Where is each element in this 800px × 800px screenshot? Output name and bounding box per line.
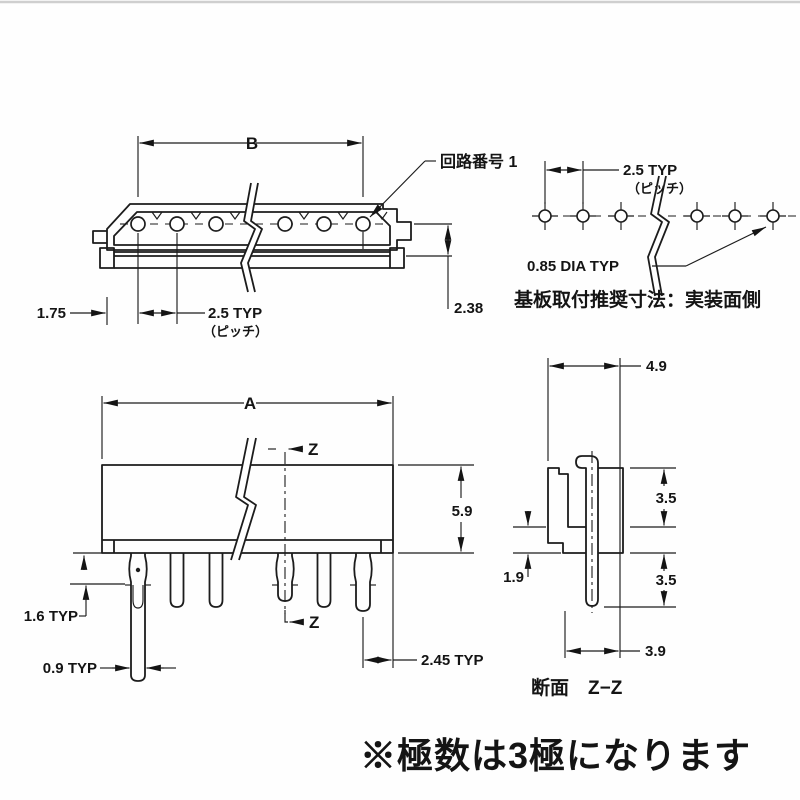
top-side-view: B [37, 134, 518, 339]
pin [316, 553, 332, 608]
section-caption: 断面 Z−Z [531, 676, 623, 699]
dim-label-pitch: 2.5 TYP [208, 305, 262, 322]
section-mark-top: Z [308, 440, 318, 459]
dim-pitch-pcb: 2.5 TYP （ピッチ） [544, 161, 692, 204]
dim-label-2-38: 2.38 [454, 300, 483, 317]
dim-label-3-9: 3.9 [645, 643, 666, 660]
dim-label-a: A [244, 394, 256, 413]
dim-1-6: 1.6 TYP [24, 555, 125, 625]
pin-detailed-1 [125, 553, 151, 682]
circuit-number-label: 回路番号 1 [440, 152, 517, 171]
circuit-number-callout: 回路番号 1 [369, 152, 517, 218]
pin-detailed-6 [350, 553, 376, 612]
dim-3-5-lower: 3.5 [604, 552, 677, 608]
dim-pitch-top-view: 2.5 TYP （ピッチ） [139, 305, 268, 339]
section-pin [575, 451, 599, 613]
dim-0-9: 0.9 TYP [43, 660, 176, 677]
dim-1-75: 1.75 [37, 297, 108, 325]
pin [208, 553, 224, 608]
pcb-pattern-caption: 基板取付推奨寸法：実装面側 [513, 288, 761, 311]
dim-label-0-9: 0.9 TYP [43, 660, 97, 677]
dim-label-2-45: 2.45 TYP [421, 652, 484, 669]
pcb-mounting-pattern: 2.5 TYP （ピッチ） 0.85 DIA TYP 基板取付推奨寸法：実装面側 [513, 161, 797, 311]
dim-label-4-9: 4.9 [646, 358, 667, 375]
dim-2-45: 2.45 TYP [362, 617, 484, 669]
dim-label-pitch-sub: （ピッチ） [203, 324, 268, 339]
housing-front [73, 464, 394, 554]
dim-5-9: 5.9 [398, 464, 474, 554]
section-view: 4.9 3.5 3.5 [503, 358, 676, 699]
dim-label-5-9: 5.9 [452, 503, 473, 520]
break-line [230, 437, 257, 561]
front-view: A [24, 394, 484, 682]
break-line [240, 182, 263, 293]
dim-label-pitch-pcb: 2.5 TYP [623, 162, 677, 179]
dim-2-38: 2.38 [406, 223, 483, 317]
dim-1-9: 1.9 [503, 511, 561, 586]
contact-notches [151, 211, 388, 220]
section-cut-line: Z Z [268, 440, 319, 632]
housing-outline [92, 182, 412, 324]
dim-label-1-75: 1.75 [37, 305, 66, 322]
pole-count-note: ※極数は3極になります [360, 735, 751, 776]
dim-label-b: B [246, 134, 258, 153]
dim-label-3-5-lower: 3.5 [656, 572, 677, 589]
section-mark-bottom: Z [309, 613, 319, 632]
dim-label-1-6: 1.6 TYP [24, 608, 78, 625]
dim-label-hole-dia: 0.85 DIA TYP [527, 258, 619, 275]
dim-hole-dia: 0.85 DIA TYP [527, 226, 767, 275]
dim-label-3-5-upper: 3.5 [656, 490, 677, 507]
dim-label-pitch-pcb-sub: （ピッチ） [627, 181, 692, 196]
dim-3-9: 3.9 [564, 611, 666, 660]
dim-4-9: 4.9 [547, 358, 667, 658]
dim-b: B [137, 134, 364, 197]
pin [169, 553, 185, 608]
mounting-holes [532, 202, 786, 230]
dim-label-1-9: 1.9 [503, 569, 524, 586]
pins [125, 553, 376, 682]
dim-3-5-upper: 3.5 [630, 467, 677, 528]
circuit-holes [130, 216, 371, 232]
